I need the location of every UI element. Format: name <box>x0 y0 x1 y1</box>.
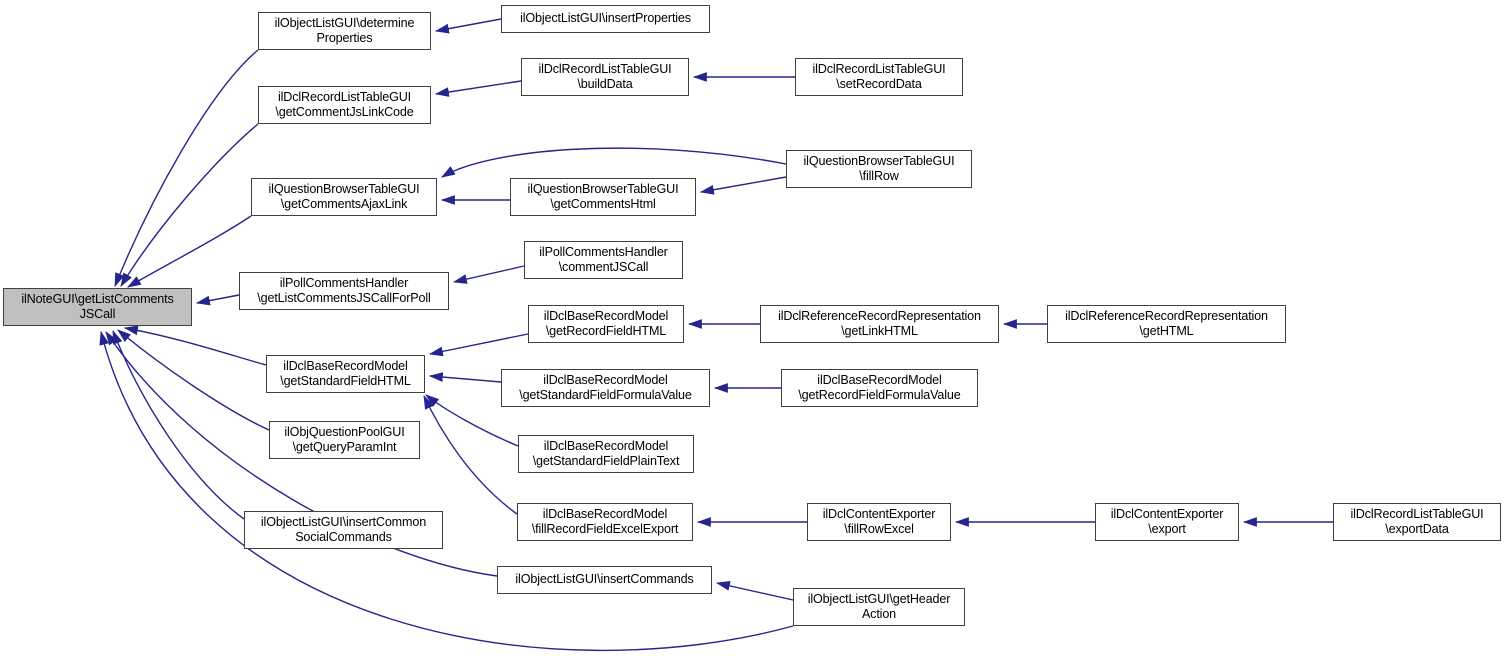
graph-node[interactable]: ilQuestionBrowserTableGUI \getCommentsAj… <box>251 178 437 216</box>
graph-edge <box>452 265 525 284</box>
graph-node-label: ilPollCommentsHandler \commentJSCall <box>539 244 668 275</box>
graph-node-label: ilObjectListGUI\getHeader Action <box>807 591 951 622</box>
graph-node-label: ilDclBaseRecordModel \fillRecordFieldExc… <box>531 506 679 537</box>
graph-edge <box>434 18 502 34</box>
graph-edge <box>428 372 502 383</box>
graph-edge <box>715 581 794 601</box>
graph-edge <box>127 215 252 288</box>
graph-node-label: ilDclBaseRecordModel \getStandardFieldPl… <box>532 438 680 469</box>
graph-node-label: ilQuestionBrowserTableGUI \getCommentsHt… <box>527 181 679 212</box>
graph-edge <box>117 329 270 431</box>
graph-node-label: ilDclRecordListTableGUI \buildData <box>538 61 672 92</box>
graph-edge <box>195 294 240 306</box>
graph-node-label: ilDclReferenceRecordRepresentation \getH… <box>1065 308 1268 339</box>
graph-node[interactable]: ilQuestionBrowserTableGUI \getCommentsHt… <box>510 178 696 216</box>
graph-node-label: ilDclBaseRecordModel \getStandardFieldFo… <box>519 372 692 403</box>
graph-edge <box>434 80 522 97</box>
graph-node[interactable]: ilDclBaseRecordModel \getStandardFieldPl… <box>518 435 694 473</box>
graph-node-label: ilDclBaseRecordModel \getRecordFieldForm… <box>798 372 961 403</box>
graph-edge <box>699 176 787 195</box>
graph-edge <box>428 333 529 357</box>
graph-node[interactable]: ilDclBaseRecordModel \getRecordFieldHTML <box>528 305 684 343</box>
graph-node-label: ilDclBaseRecordModel \getRecordFieldHTML <box>543 308 669 339</box>
graph-node[interactable]: ilQuestionBrowserTableGUI \fillRow <box>786 150 972 188</box>
graph-node-label: ilDclRecordListTableGUI \setRecordData <box>812 61 946 92</box>
graph-node[interactable]: ilDclReferenceRecordRepresentation \getH… <box>1047 305 1286 343</box>
graph-node[interactable]: ilDclRecordListTableGUI \exportData <box>1333 503 1501 541</box>
graph-node[interactable]: ilObjQuestionPoolGUI \getQueryParamInt <box>269 421 420 459</box>
graph-node[interactable]: ilDclBaseRecordModel \getRecordFieldForm… <box>781 369 978 407</box>
graph-node-focus[interactable]: ilNoteGUI\getListComments JSCall <box>3 288 192 326</box>
graph-node[interactable]: ilObjectListGUI\insertCommands <box>497 566 712 594</box>
graph-node[interactable]: ilDclRecordListTableGUI \getCommentJsLin… <box>258 86 431 124</box>
graph-node[interactable]: ilDclContentExporter \export <box>1095 503 1239 541</box>
graph-node-label: ilQuestionBrowserTableGUI \fillRow <box>803 153 955 184</box>
graph-edge <box>123 325 267 366</box>
graph-node-label: ilQuestionBrowserTableGUI \getCommentsAj… <box>268 181 420 212</box>
graph-node[interactable]: ilDclRecordListTableGUI \setRecordData <box>795 58 963 96</box>
graph-node-label: ilDclContentExporter \export <box>1110 506 1224 537</box>
graph-node[interactable]: ilDclReferenceRecordRepresentation \getL… <box>760 305 999 343</box>
graph-edge <box>441 147 787 178</box>
graph-node-label: ilObjectListGUI\determine Properties <box>274 15 415 46</box>
graph-node[interactable]: ilObjectListGUI\insertProperties <box>501 5 710 33</box>
graph-node-label: ilObjectListGUI\insertCommon SocialComma… <box>260 514 427 545</box>
graph-node-label: ilNoteGUI\getListComments JSCall <box>21 291 174 322</box>
graph-node[interactable]: ilDclRecordListTableGUI \buildData <box>521 58 689 96</box>
graph-edge <box>120 123 259 287</box>
graph-node-label: ilDclReferenceRecordRepresentation \getL… <box>778 308 981 339</box>
graph-node-label: ilObjectListGUI\insertCommands <box>515 572 694 587</box>
graph-node[interactable]: ilDclBaseRecordModel \getStandardFieldHT… <box>266 355 425 393</box>
graph-node-label: ilDclRecordListTableGUI \getCommentJsLin… <box>275 89 414 120</box>
graph-node-label: ilObjectListGUI\insertProperties <box>520 11 691 26</box>
graph-node[interactable]: ilPollCommentsHandler \getListCommentsJS… <box>239 272 449 310</box>
graph-node[interactable]: ilObjectListGUI\insertCommon SocialComma… <box>244 511 443 549</box>
graph-node[interactable]: ilPollCommentsHandler \commentJSCall <box>524 241 683 279</box>
graph-edge <box>423 394 518 515</box>
graph-node-label: ilDclContentExporter \fillRowExcel <box>822 506 936 537</box>
graph-node-label: ilDclBaseRecordModel \getStandardFieldHT… <box>280 358 411 389</box>
graph-node[interactable]: ilDclBaseRecordModel \fillRecordFieldExc… <box>517 503 693 541</box>
graph-node[interactable]: ilObjectListGUI\determine Properties <box>258 12 431 50</box>
graph-node-label: ilDclRecordListTableGUI \exportData <box>1350 506 1484 537</box>
graph-edge <box>112 329 245 520</box>
graph-node-label: ilPollCommentsHandler \getListCommentsJS… <box>257 275 431 306</box>
graph-node[interactable]: ilObjectListGUI\getHeader Action <box>793 588 965 626</box>
graph-edge <box>114 49 259 288</box>
graph-node[interactable]: ilDclBaseRecordModel \getStandardFieldFo… <box>501 369 710 407</box>
graph-node-label: ilObjQuestionPoolGUI \getQueryParamInt <box>284 424 405 455</box>
graph-node[interactable]: ilDclContentExporter \fillRowExcel <box>807 503 951 541</box>
